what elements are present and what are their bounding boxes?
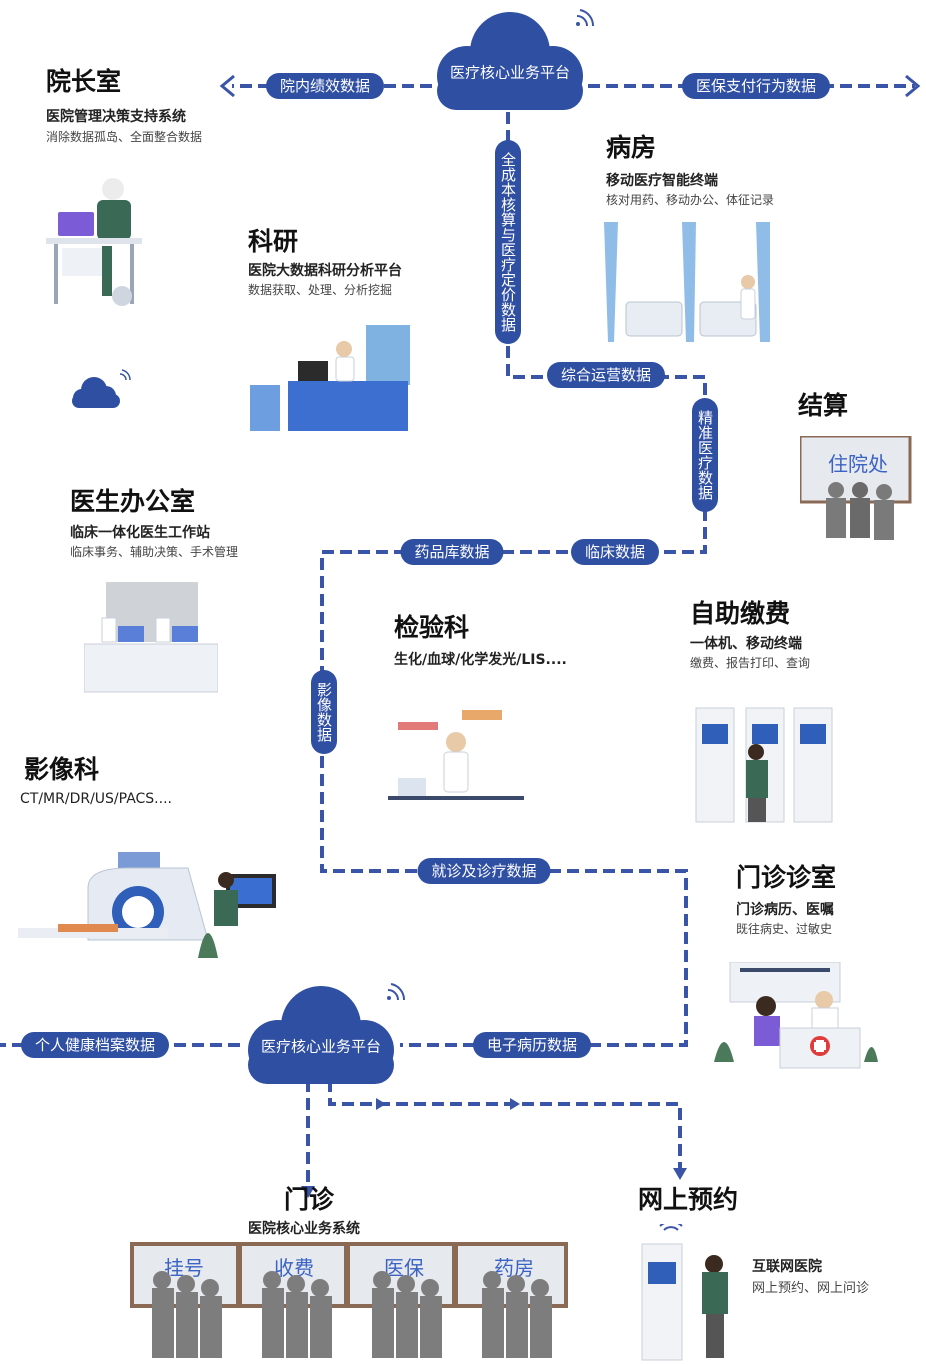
ward-desc: 核对用药、移动办公、体征记录 <box>606 193 775 207</box>
outpatient-room-desc: 既往病史、过敏史 <box>736 922 833 936</box>
arrow-down-icon <box>673 1168 687 1180</box>
settlement-window-illustration <box>800 436 912 540</box>
self-pay-title: 自助缴费 <box>690 599 791 628</box>
outpatient-title: 门诊 <box>284 1185 335 1214</box>
small-cloud-icon <box>72 369 131 408</box>
president-subtitle: 医院管理决策支持系统 <box>46 109 186 125</box>
flow-emr: 电子病历数据 <box>472 1032 592 1058</box>
president-desk-illustration <box>46 178 142 306</box>
doctor-office-title: 医生办公室 <box>70 487 196 516</box>
imaging-ct-illustration <box>18 852 276 958</box>
doctor-office-illustration <box>84 582 218 693</box>
flow-pharmacy: 药品库数据 <box>400 539 504 565</box>
cloud-icon <box>437 9 595 110</box>
president-title: 院长室 <box>46 67 122 96</box>
doctor-office-subtitle: 临床一体化医生工作站 <box>70 525 210 541</box>
online-kiosk-illustration <box>641 1224 728 1361</box>
doctor-office-desc: 临床事务、辅助决策、手术管理 <box>70 545 239 559</box>
flow-hospital-performance: 院内绩效数据 <box>265 73 385 99</box>
online-desc: 网上预约、网上问诊 <box>752 1281 870 1296</box>
outpatient-room-title: 门诊诊室 <box>736 863 837 892</box>
lab-subtitle: 生化/血球/化学发光/LIS.... <box>394 652 567 668</box>
research-desc: 数据获取、处理、分析挖掘 <box>248 283 393 297</box>
self-service-kiosks-illustration <box>695 707 833 823</box>
research-title: 科研 <box>248 227 299 256</box>
lab-illustration <box>388 710 524 800</box>
settlement-title: 结算 <box>798 391 849 420</box>
flow-operations: 综合运营数据 <box>546 362 666 388</box>
flow-visit: 就诊及诊疗数据 <box>417 858 551 884</box>
flow-clinical: 临床数据 <box>570 539 660 565</box>
president-desc: 消除数据孤岛、全面整合数据 <box>46 130 203 144</box>
lab-title: 检验科 <box>394 613 470 642</box>
ward-illustration <box>604 222 770 342</box>
cloud-label: 医疗核心业务平台 <box>449 63 571 82</box>
flow-precision: 精准医疗数据 <box>692 398 718 512</box>
ward-title: 病房 <box>606 133 657 162</box>
flow-insurance-payment: 医保支付行为数据 <box>681 73 831 99</box>
outpatient-room-subtitle: 门诊病历、医嘱 <box>736 902 834 918</box>
imaging-title: 影像科 <box>24 755 100 784</box>
ward-subtitle: 移动医疗智能终端 <box>606 173 718 189</box>
flow-full-cost: 全成本核算与医疗定价数据 <box>495 140 521 344</box>
flow-imaging: 影像数据 <box>311 670 337 754</box>
cloud-icon <box>248 983 406 1084</box>
research-subtitle: 医院大数据科研分析平台 <box>248 263 402 279</box>
imaging-subtitle: CT/MR/DR/US/PACS.... <box>20 791 172 807</box>
cloud-label: 医疗核心业务平台 <box>260 1037 382 1056</box>
arrow-down-icon <box>301 1186 315 1198</box>
queue-people-illustration <box>152 1271 552 1358</box>
arrow-right-icon <box>905 74 921 98</box>
consultation-room-illustration <box>714 962 878 1069</box>
self-pay-subtitle: 一体机、移动终端 <box>690 636 802 652</box>
cloud-platform-bottom: 医疗核心业务平台 <box>236 980 406 1086</box>
link-to-online <box>328 1080 682 1170</box>
arrow-left-icon <box>219 74 235 98</box>
settlement-sign: 住院处 <box>828 452 888 476</box>
self-pay-desc: 缴费、报告打印、查询 <box>690 656 811 670</box>
outpatient-subtitle: 医院核心业务系统 <box>248 1221 360 1237</box>
flow-health-record: 个人健康档案数据 <box>20 1032 170 1058</box>
online-subtitle: 互联网医院 <box>752 1259 822 1275</box>
arrow-right-icon <box>510 1098 520 1110</box>
online-title: 网上预约 <box>638 1185 739 1214</box>
arrow-right-icon <box>376 1098 386 1110</box>
research-lab-illustration <box>250 325 410 431</box>
cloud-platform-top: 医疗核心业务平台 <box>425 6 595 112</box>
